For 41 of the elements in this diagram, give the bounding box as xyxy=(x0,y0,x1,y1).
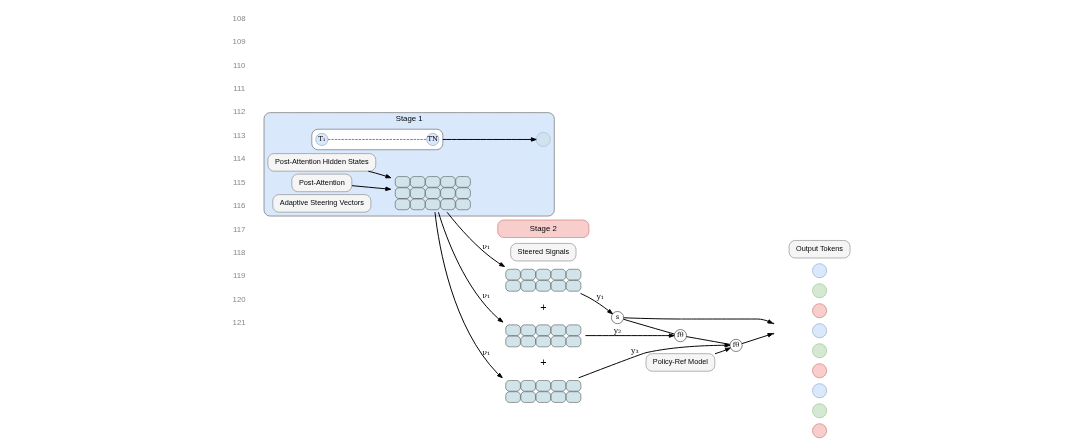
arrow xyxy=(433,211,503,379)
label: 114 xyxy=(232,154,245,164)
node-circle xyxy=(811,423,827,439)
label: 109 xyxy=(232,37,246,47)
node-circle xyxy=(811,323,827,339)
label: + xyxy=(539,356,546,369)
label: 115 xyxy=(232,177,245,187)
label: + xyxy=(539,300,546,313)
connector xyxy=(685,336,730,345)
node-circle xyxy=(811,263,827,279)
label: 108 xyxy=(232,13,246,23)
node-circle xyxy=(811,283,827,299)
label: 121 xyxy=(232,318,246,328)
label: 111 xyxy=(232,84,245,94)
arrow xyxy=(579,292,613,315)
label: 110 xyxy=(232,60,245,70)
label: 120 xyxy=(232,294,246,304)
arrow xyxy=(577,343,730,379)
arrow xyxy=(367,170,391,179)
arrow xyxy=(622,317,773,324)
label: 117 xyxy=(232,224,245,234)
arrow xyxy=(350,185,391,191)
arrow xyxy=(740,333,773,345)
node-circle xyxy=(811,303,827,319)
node-circle xyxy=(811,343,827,359)
arrow xyxy=(446,211,505,267)
node-circle xyxy=(535,132,551,147)
node-box: Stage 2 xyxy=(496,219,589,238)
node-circle xyxy=(811,383,827,399)
label: 112 xyxy=(232,107,245,117)
connector xyxy=(622,318,675,335)
label: 119 xyxy=(232,271,245,281)
label: 118 xyxy=(232,248,245,258)
arrow xyxy=(714,347,731,355)
node-circle xyxy=(811,403,827,419)
arrow xyxy=(437,211,503,323)
label: 113 xyxy=(232,130,245,140)
label: 116 xyxy=(232,201,245,211)
arrow xyxy=(584,333,675,338)
node-circle xyxy=(811,363,827,379)
arrow xyxy=(441,137,537,142)
